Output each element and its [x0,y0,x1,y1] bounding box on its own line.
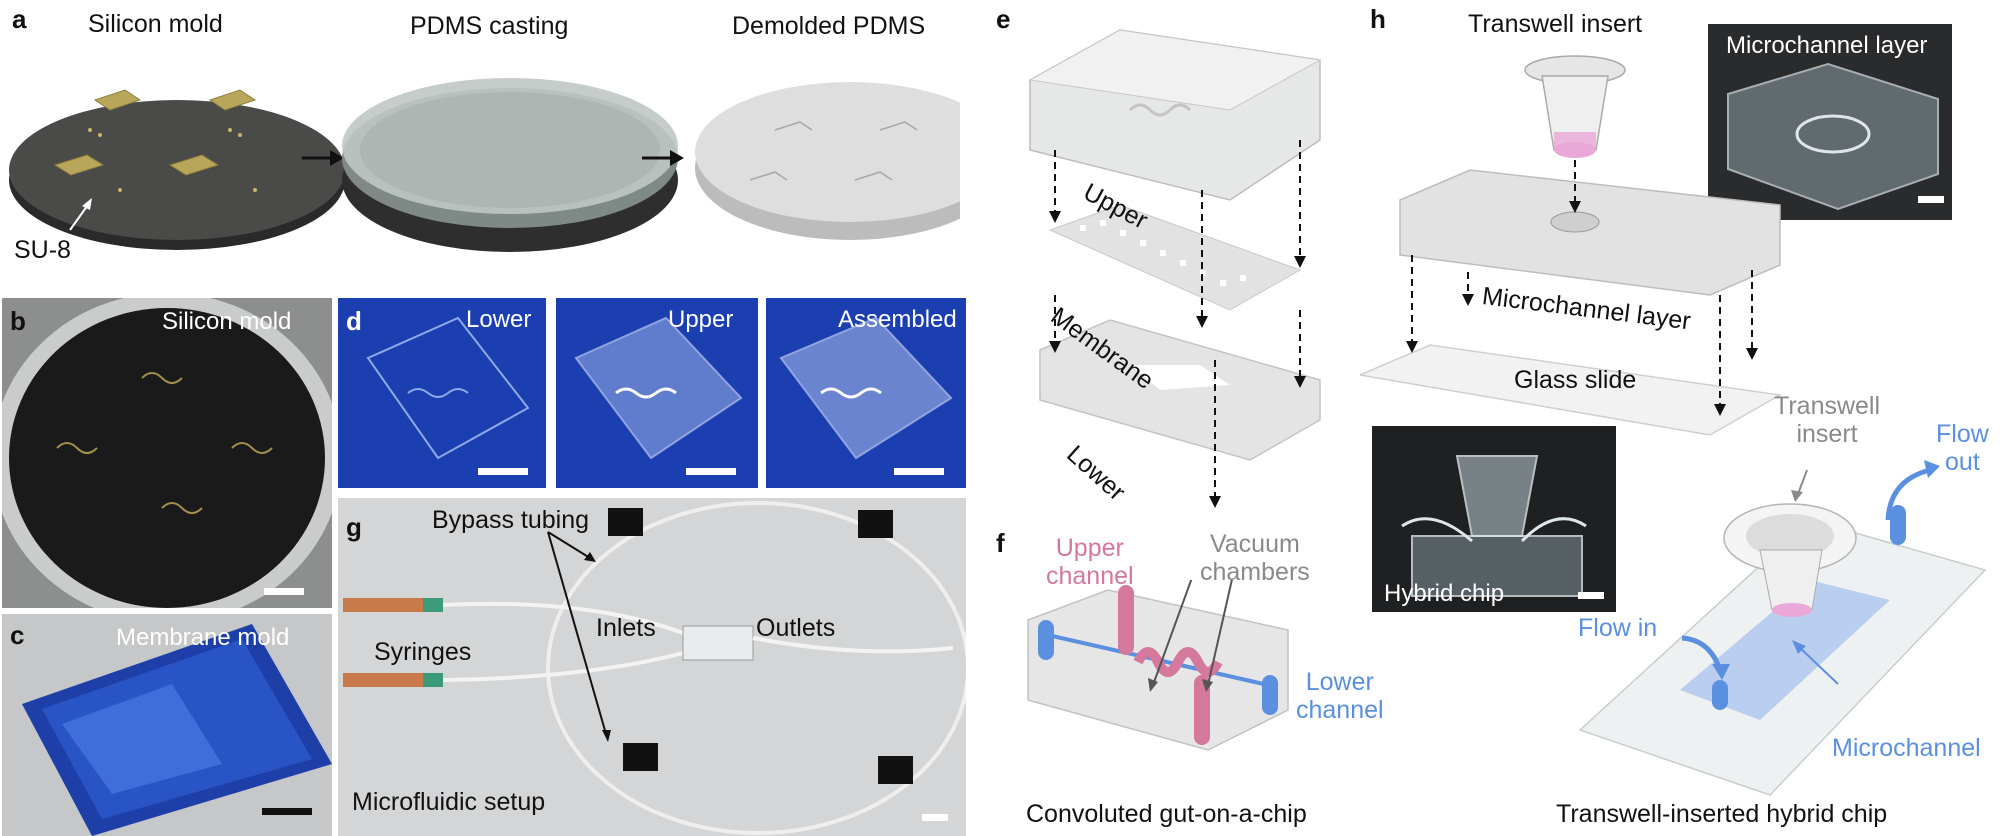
panel-c-membrane-mold-photo: c Membrane mold [2,614,332,836]
hybrid-chip-photo: Hybrid chip [1372,426,1616,612]
panel-d-lower-scale-bar [478,468,528,475]
microchannel-layer-photo: Microchannel layer [1708,24,1952,220]
panel-b-letter: b [10,306,26,336]
panel-h-assembled-chip-diagram [1578,460,1987,796]
panel-h-exploded-diagram [1360,55,1783,436]
flow-out-label: Flow out [1936,420,1989,476]
bypass-tubing-pointers [547,531,611,742]
pdms-casting-disk [342,78,678,252]
vacuum-chambers-label: Vacuum chambers [1200,530,1310,586]
step-pdms-casting-label: PDMS casting [410,12,569,40]
panel-b-scale-bar [264,588,304,595]
panel-a-letter: a [12,4,27,34]
panel-c-scale-bar [262,808,312,815]
panel-d-assembled-photo: Assembled [766,298,966,488]
outlets-label: Outlets [756,614,836,642]
microchannel-label: Microchannel [1832,734,1981,762]
microchannel-layer-photo-label: Microchannel layer [1726,32,1928,59]
microchannel-photo-scale-bar [1918,196,1944,203]
panel-f-chip-diagram [1027,580,1289,751]
panel-h-caption: Transwell-inserted hybrid chip [1556,800,1888,828]
su8-label: SU-8 [14,236,71,264]
panel-d-upper-scale-bar [686,468,736,475]
panel-d-upper-photo: Upper [556,298,758,488]
panel-a-process-diagram [9,78,960,252]
panel-d-lower-label: Lower [466,306,532,333]
syringes-label: Syringes [374,638,472,666]
transwell-insert-label: Transwell insert [1468,10,1643,38]
panel-c-caption: Membrane mold [116,624,290,651]
panel-d-letter: d [346,306,362,336]
panel-f-caption: Convoluted gut-on-a-chip [1026,800,1307,828]
panel-g-letter: g [346,512,362,542]
panel-g-scale-bar [922,814,948,821]
microfluidic-setup-label: Microfluidic setup [352,788,546,816]
process-arrow-2 [642,150,684,166]
panel-d-assembled-scale-bar [894,468,944,475]
panel-e-letter: e [996,4,1011,34]
panel-c-letter: c [10,620,25,650]
bypass-tubing-label: Bypass tubing [432,506,590,534]
panel-b-silicon-mold-photo: b Silicon mold [2,298,332,608]
panel-d-upper-label: Upper [668,306,734,333]
glass-slide-label: Glass slide [1514,366,1637,394]
transwell-insert-label-2: Transwell insert [1774,392,1881,448]
step-demolded-pdms-label: Demolded PDMS [732,12,926,40]
inlets-label: Inlets [596,614,656,642]
panel-d-lower-photo: d Lower [338,298,546,488]
panel-e-exploded-layers-diagram [1028,29,1322,508]
panel-b-caption: Silicon mold [162,308,292,335]
demolded-pdms-disk [695,82,960,240]
step-silicon-mold-label: Silicon mold [88,10,223,38]
membrane-layer [1048,204,1302,311]
process-arrow-1 [302,150,344,166]
lower-channel-label: Lower channel [1296,668,1384,724]
panel-d-assembled-label: Assembled [838,306,957,333]
hybrid-chip-photo-label: Hybrid chip [1384,580,1505,607]
silicon-wafer-disk [9,89,345,250]
panel-f-letter: f [996,528,1005,558]
panel-h-letter: h [1370,4,1386,34]
upper-channel-label: Upper channel [1046,534,1134,590]
panel-g-microfluidic-setup-photo: g Bypass tubing Syringes Inlets Outlets … [338,498,966,836]
hybrid-chip-scale-bar [1578,592,1604,599]
flow-in-label: Flow in [1578,614,1658,642]
